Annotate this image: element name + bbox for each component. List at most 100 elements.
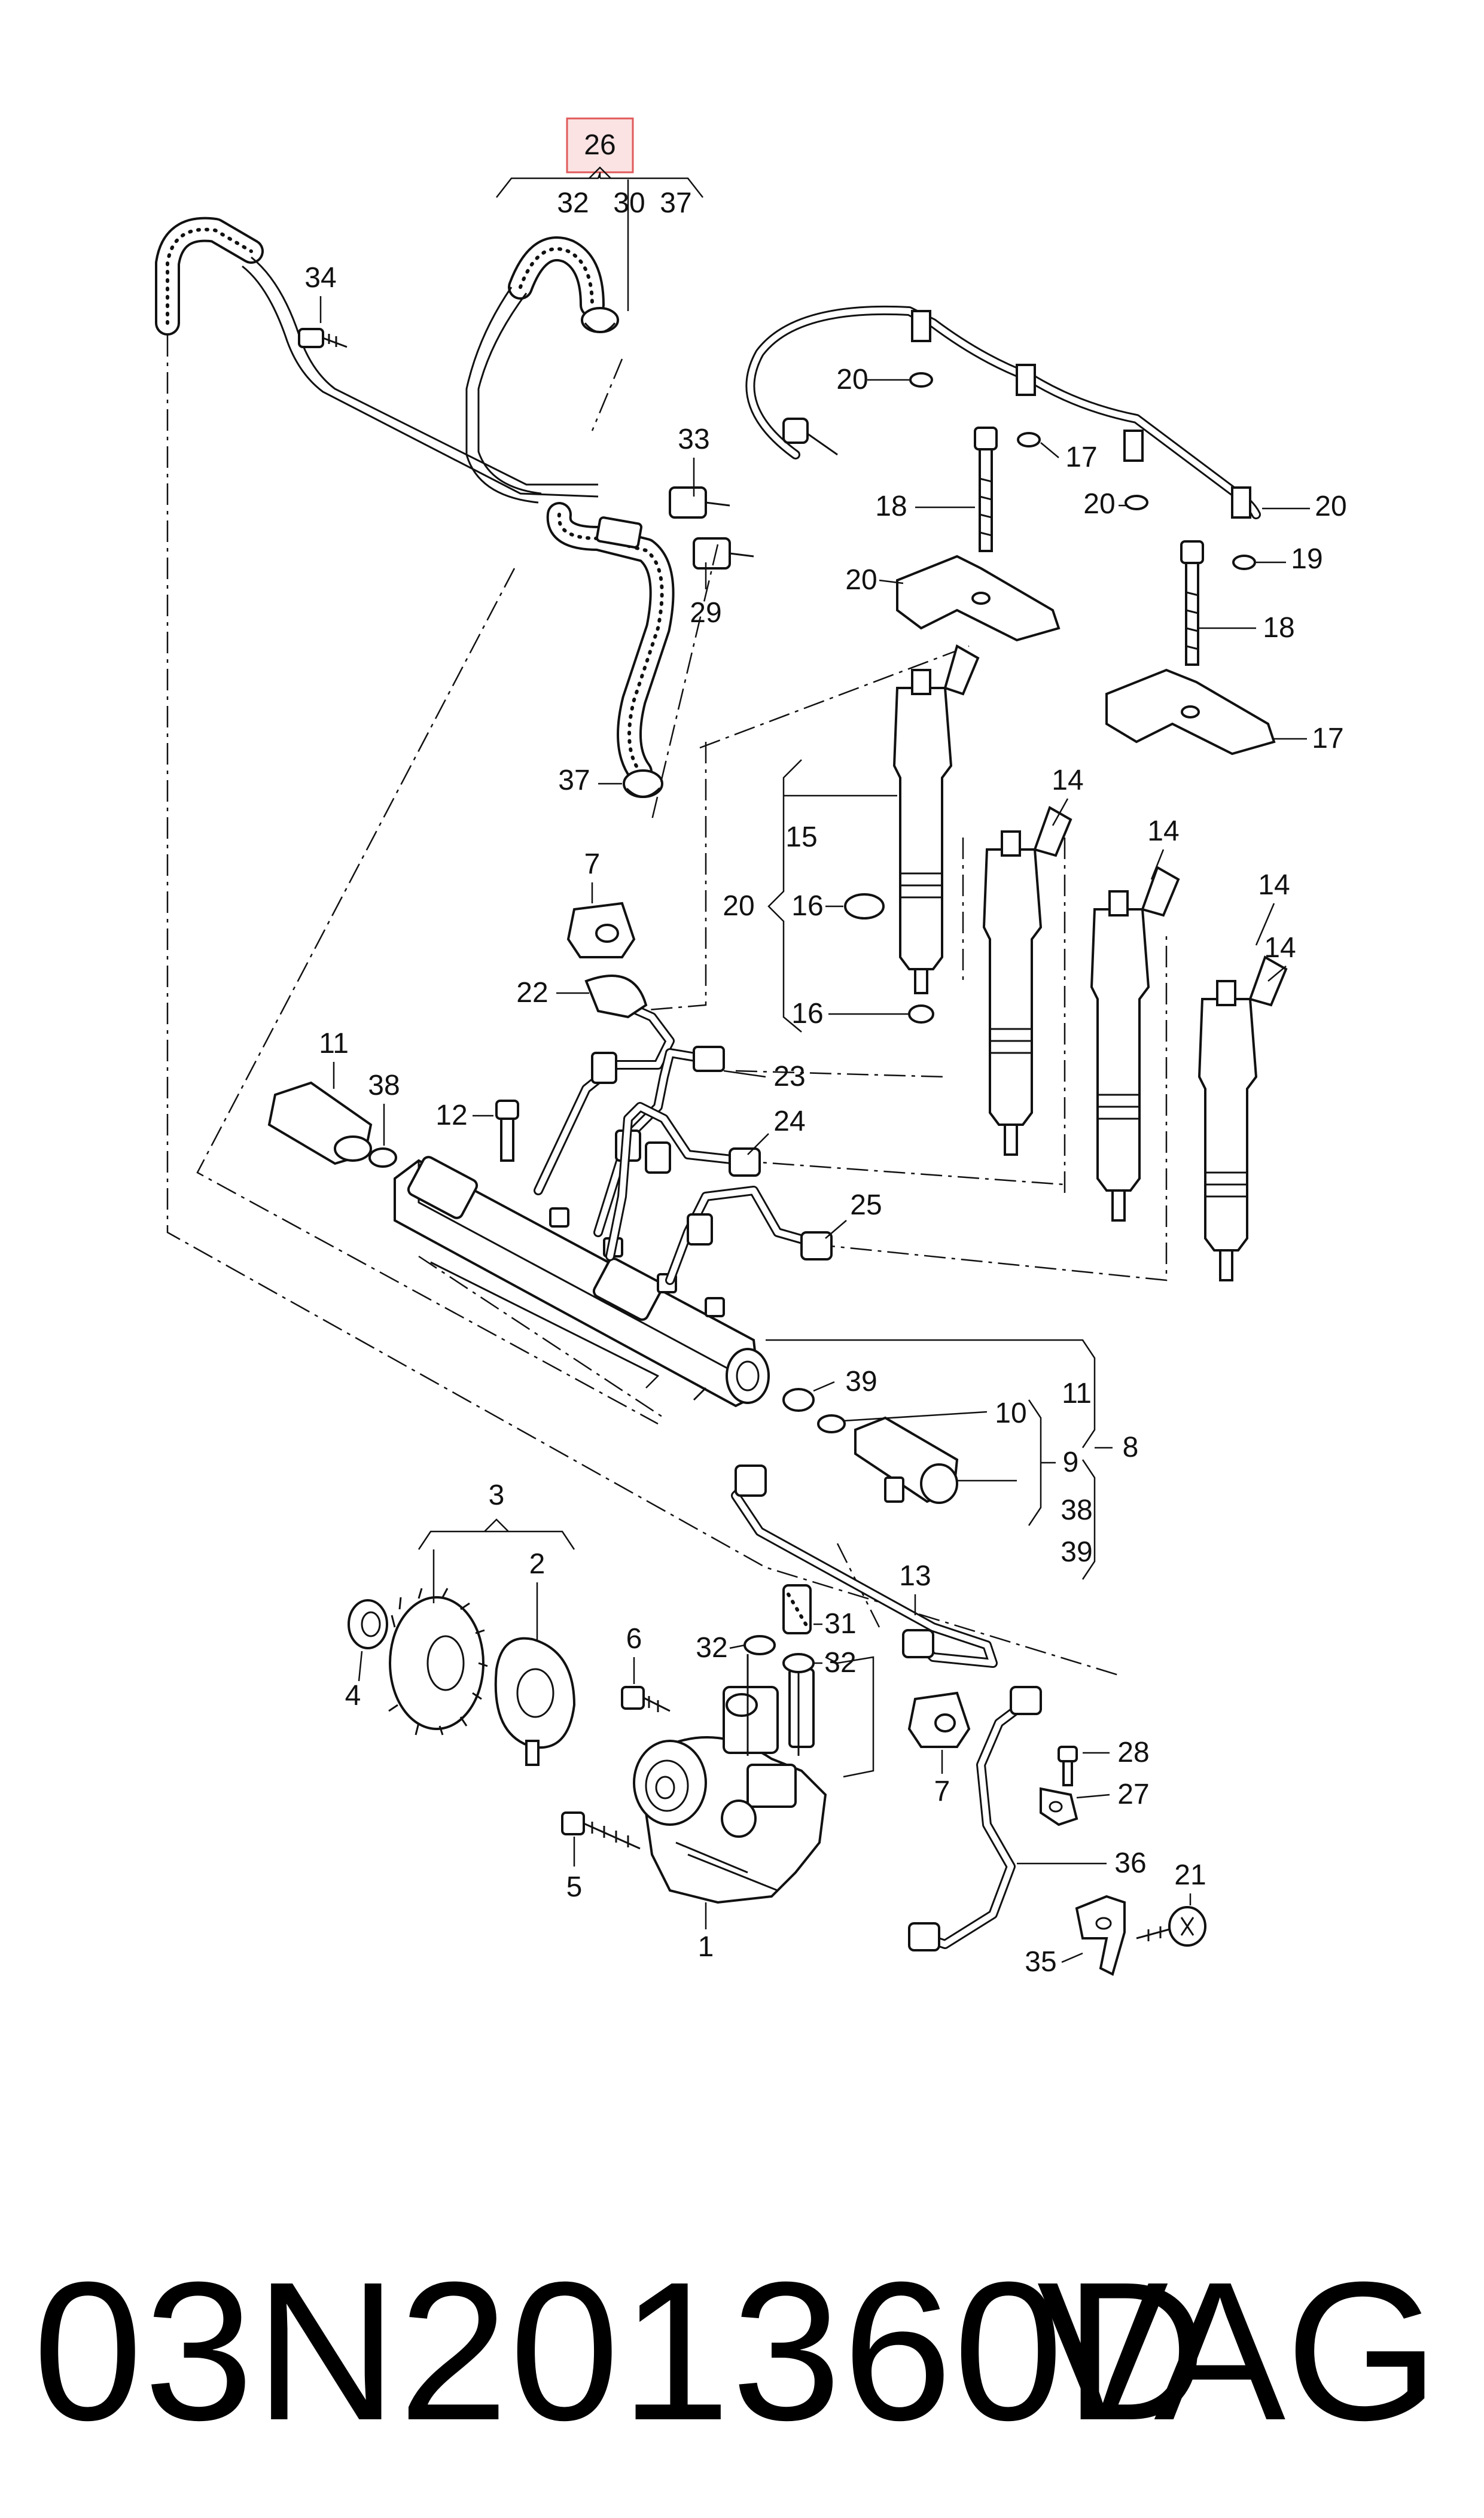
callout-label: 3: [489, 1479, 505, 1511]
callout-label: 15: [785, 821, 817, 853]
seal-38: [368, 1147, 397, 1168]
high-pressure-pump: [633, 1668, 827, 1904]
callout-label: 19: [1291, 543, 1323, 575]
callout-label: 2: [529, 1548, 546, 1580]
seal-39: [782, 1388, 815, 1412]
pipe-13: [731, 1464, 998, 1668]
callout-label: 20: [1083, 488, 1115, 520]
return-hose-center: [465, 236, 754, 784]
injector-3: [1090, 866, 1180, 1222]
seal-16: [908, 1004, 934, 1024]
leak-off-line-19: [745, 305, 1261, 519]
callout-label: 22: [516, 977, 548, 1009]
callout-label: 27: [1117, 1779, 1149, 1810]
callout-label: 24: [773, 1106, 805, 1137]
callout-group-26: 26 32 30 37: [496, 117, 703, 219]
fuel-rail: [394, 1156, 770, 1408]
callout-label: 14: [1147, 815, 1179, 847]
callout-label: 32: [824, 1647, 856, 1679]
callout-label: 17: [1065, 442, 1097, 473]
callout-label: 20: [836, 364, 868, 395]
bolt-6: [621, 1686, 671, 1712]
callout-label: 33: [678, 424, 709, 455]
callout-label: 29: [690, 597, 721, 629]
screw-36: [1136, 1906, 1206, 1947]
callout-label: 5: [566, 1871, 583, 1903]
pipe-22: [534, 975, 675, 1195]
callout-label: 4: [345, 1680, 361, 1712]
clamp-17-left: [896, 555, 1061, 642]
damper-7-lower: [907, 1691, 971, 1748]
callout-label: 26: [584, 129, 615, 161]
parts-exploded-diagram: 26 32 30 37 34: [155, 117, 1347, 1978]
callout-label: 7: [934, 1776, 950, 1807]
callout-label: 38: [1061, 1494, 1092, 1526]
callout-label: 20: [723, 890, 754, 922]
bolt-18-right: [1180, 540, 1204, 666]
callout-label: 25: [850, 1189, 882, 1221]
hose-clamp-37: [623, 769, 663, 798]
hose-clamp-30: [581, 307, 619, 333]
callout-label: 18: [1263, 612, 1294, 644]
callout-label: 37: [660, 187, 691, 219]
highlight-box: [566, 117, 634, 173]
brand-text: VAG: [1037, 2240, 1439, 2461]
seal-15: [844, 893, 885, 919]
return-hose-left: [155, 217, 599, 498]
bolt-12: [495, 1100, 519, 1162]
bolt-34: [298, 328, 348, 348]
callout-label: 20: [1315, 491, 1346, 522]
callout-label: 36: [1114, 1847, 1146, 1879]
nut-4: [348, 1599, 388, 1649]
pipe-25: [665, 1186, 833, 1285]
callout-label: 32: [696, 1632, 727, 1664]
callout-label: 7: [584, 848, 601, 880]
callout-label: 16: [791, 998, 823, 1030]
callout-label: 39: [845, 1366, 877, 1397]
callout-label: 11: [319, 1028, 349, 1059]
clamp-17-right: [1105, 668, 1276, 756]
callout-label: 23: [773, 1061, 805, 1092]
pressure-sensor-11: [267, 1081, 373, 1165]
pressure-valve-10: [854, 1416, 959, 1504]
callout-label: 6: [626, 1623, 642, 1655]
part-number-text: 03N201360D: [33, 2240, 1208, 2461]
callout-label: 13: [899, 1560, 931, 1592]
bolt-5: [561, 1811, 641, 1850]
callout-label: 34: [304, 262, 336, 294]
seal-39b: [817, 1414, 846, 1433]
callout-label: 20: [845, 564, 877, 596]
callout-label: 37: [558, 765, 590, 796]
callout-label: 1: [698, 1931, 714, 1963]
clip-27: [1040, 1787, 1078, 1826]
callout-label: 35: [1025, 1946, 1056, 1978]
callout-label: 21: [1174, 1859, 1206, 1891]
bolt-18-left: [974, 427, 998, 552]
callout-label: 39: [1061, 1536, 1092, 1568]
callout-label: 30: [613, 187, 645, 219]
callout-label: 8: [1123, 1432, 1139, 1463]
callout-label: 17: [1312, 723, 1343, 754]
callout-label: 14: [1258, 869, 1290, 901]
sprocket-3: [388, 1588, 488, 1735]
callout-label: 18: [875, 491, 907, 522]
callout-label: 10: [995, 1397, 1026, 1429]
bracket-35: [1075, 1895, 1126, 1976]
hub-2: [494, 1637, 576, 1766]
callout-label: 14: [1052, 765, 1083, 796]
callout-label: 9: [1063, 1447, 1079, 1478]
callout-label: 31: [824, 1608, 856, 1640]
bolt-28: [1058, 1746, 1078, 1786]
callout-label: 16: [791, 890, 823, 922]
pipe-24: [605, 1102, 761, 1261]
o-rings-20: [909, 372, 1256, 570]
injector-4: [1197, 955, 1288, 1281]
footer: 03N201360D VAG: [0, 2225, 1484, 2477]
pipe-21: [908, 1686, 1042, 1951]
callout-label: 12: [435, 1100, 467, 1131]
parts-31-32: [743, 1584, 874, 1778]
callout-label: 14: [1264, 932, 1296, 964]
callout-label: 32: [557, 187, 589, 219]
callout-label: 28: [1117, 1737, 1149, 1768]
injector-1: [892, 644, 980, 994]
